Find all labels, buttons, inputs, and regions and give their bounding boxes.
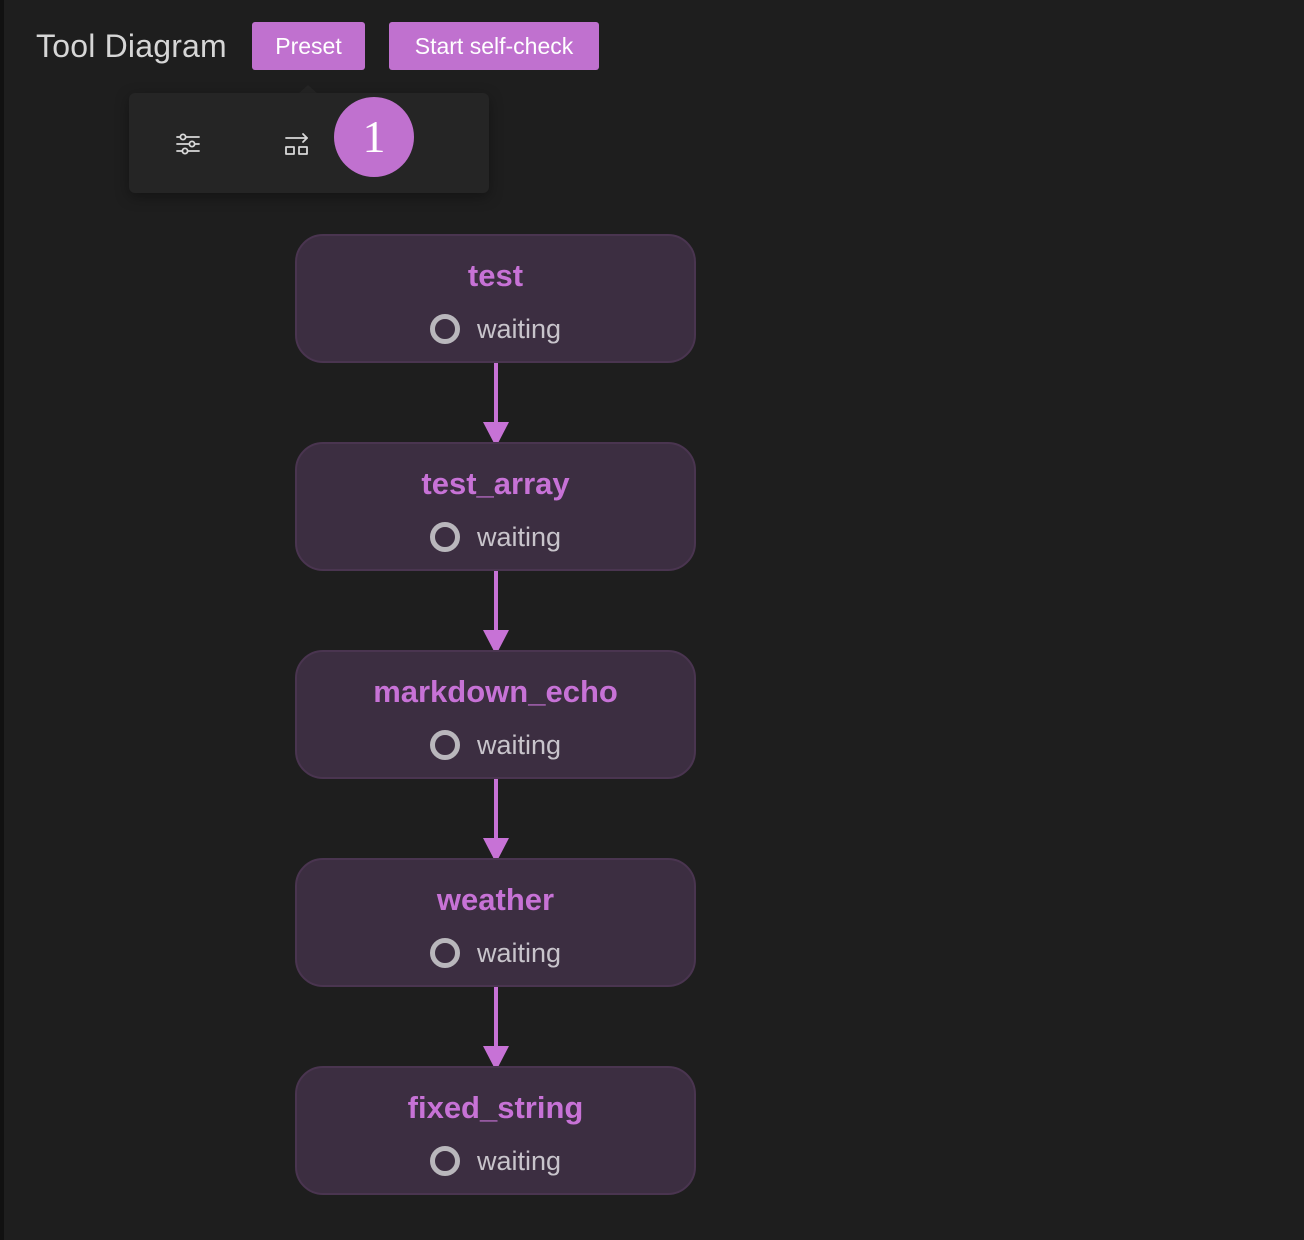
waiting-status-icon (429, 522, 460, 552)
window-left-border (0, 0, 4, 1240)
page-title: Tool Diagram (36, 28, 227, 64)
waiting-status-icon (429, 730, 460, 760)
diagram-node-test[interactable]: test waiting (295, 234, 696, 363)
step-number-badge: 1 (334, 97, 414, 177)
node-status-text: waiting (476, 730, 562, 760)
edge-markdown-echo-to-weather (483, 778, 509, 863)
edge-test-to-test-array (483, 362, 509, 447)
node-status: waiting (297, 730, 694, 760)
waiting-status-icon (429, 314, 460, 344)
sliders-settings-icon[interactable] (170, 126, 206, 162)
edge-weather-to-fixed-string (483, 986, 509, 1071)
node-status: waiting (297, 1146, 694, 1176)
node-name: markdown_echo (373, 674, 618, 709)
start-self-check-button[interactable]: Start self-check (389, 22, 599, 70)
node-status-text: waiting (476, 938, 562, 968)
diagram-node-markdown-echo[interactable]: markdown_echo waiting (295, 650, 696, 779)
waiting-status-icon (429, 938, 460, 968)
node-status: waiting (297, 314, 694, 344)
node-name: fixed_string (407, 1090, 584, 1125)
layout-arrange-icon[interactable] (279, 126, 315, 162)
node-status-text: waiting (476, 1146, 562, 1176)
node-status: waiting (297, 522, 694, 552)
diagram-node-test-array[interactable]: test_array waiting (295, 442, 696, 571)
diagram-node-weather[interactable]: weather waiting (295, 858, 696, 987)
node-status-text: waiting (476, 522, 562, 552)
waiting-status-icon (429, 1146, 460, 1176)
preset-button[interactable]: Preset (252, 22, 365, 70)
diagram-node-fixed-string[interactable]: fixed_string waiting (295, 1066, 696, 1195)
node-name: test_array (421, 466, 570, 501)
edge-test-array-to-markdown-echo (483, 570, 509, 655)
popover-arrow (298, 85, 318, 94)
node-status-text: waiting (476, 314, 562, 344)
node-status: waiting (297, 938, 694, 968)
node-name: weather (436, 882, 555, 917)
node-name: test (467, 258, 524, 293)
